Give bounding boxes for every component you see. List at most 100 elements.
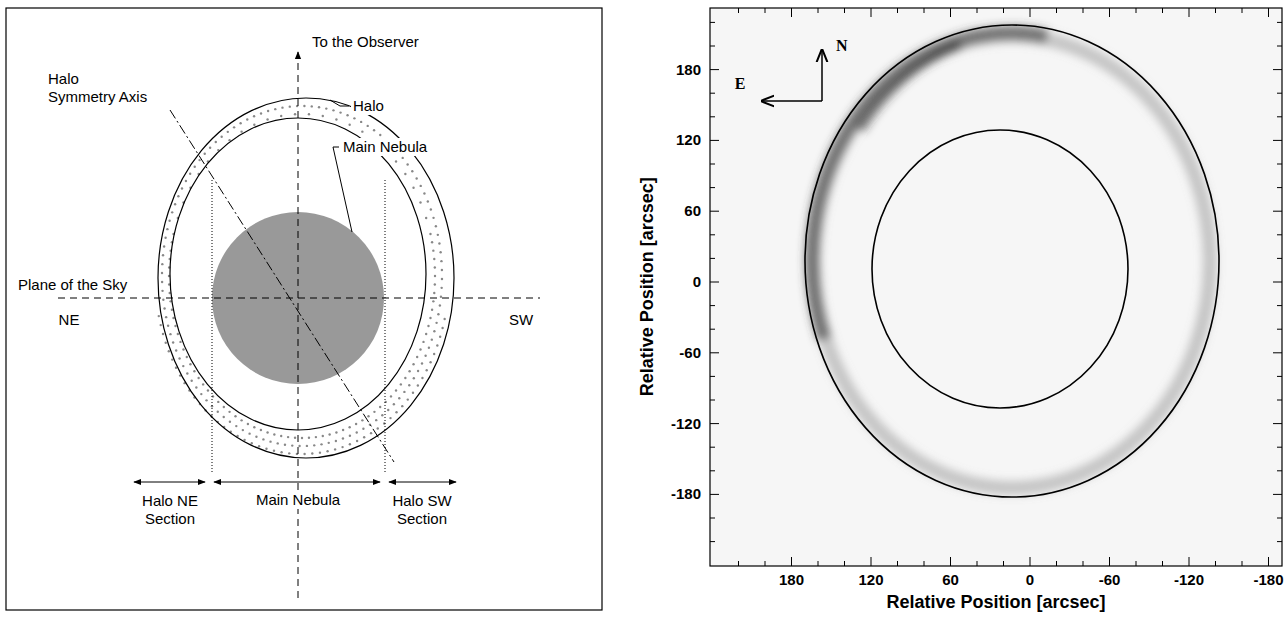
halo-dot bbox=[349, 443, 351, 445]
halo-dot bbox=[395, 160, 397, 162]
tick-mark bbox=[1277, 93, 1282, 94]
halo-dot bbox=[223, 416, 225, 418]
halo-dot bbox=[280, 435, 282, 437]
tick-mark bbox=[710, 518, 715, 519]
halo-dot bbox=[398, 397, 400, 399]
halo-dot bbox=[273, 433, 275, 435]
halo-dot bbox=[439, 336, 441, 338]
halo-dot bbox=[195, 386, 197, 388]
halo-dot bbox=[162, 298, 164, 300]
halo-dot bbox=[413, 377, 415, 379]
halo-dot bbox=[227, 131, 229, 133]
halo-dot bbox=[441, 278, 443, 280]
halo-dot bbox=[401, 157, 403, 159]
halo-dot bbox=[204, 153, 206, 155]
tick-label: 0 bbox=[1025, 571, 1035, 589]
tick-mark bbox=[1277, 46, 1282, 47]
halo-dot bbox=[434, 266, 436, 268]
halo-dot bbox=[308, 113, 310, 115]
tick-label: 0 bbox=[692, 273, 702, 291]
tick-mark bbox=[710, 140, 719, 141]
halo-dot bbox=[328, 433, 330, 435]
tick-mark bbox=[710, 211, 719, 212]
halo-dot bbox=[288, 452, 290, 454]
halo-dot bbox=[348, 124, 350, 126]
tick-mark bbox=[710, 329, 715, 330]
halo-dot bbox=[318, 106, 320, 108]
halo-dot bbox=[200, 393, 202, 395]
tick-label: 120 bbox=[675, 131, 702, 149]
halo-dots bbox=[158, 105, 446, 455]
tick-mark bbox=[1277, 187, 1282, 188]
halo-dot bbox=[387, 409, 389, 411]
tick-mark bbox=[1162, 561, 1163, 566]
tick-label: 180 bbox=[778, 571, 805, 589]
halo-dot bbox=[248, 432, 250, 434]
tick-mark bbox=[1056, 561, 1057, 566]
halo-dot bbox=[253, 426, 255, 428]
halo-dot bbox=[430, 208, 432, 210]
tick-mark bbox=[710, 470, 715, 471]
halo-dot bbox=[433, 353, 435, 355]
line-of-sight-axis bbox=[298, 52, 299, 598]
tick-mark bbox=[897, 8, 898, 13]
tick-mark bbox=[710, 46, 715, 47]
halo-dot bbox=[177, 333, 179, 335]
halo-dot bbox=[381, 414, 383, 416]
leader-line bbox=[330, 100, 349, 106]
tick-mark bbox=[738, 8, 739, 13]
halo-dot bbox=[319, 451, 321, 453]
tick-mark bbox=[1030, 557, 1031, 566]
panel-frame bbox=[6, 8, 602, 610]
tick-mark bbox=[871, 8, 872, 17]
halo-dot bbox=[247, 423, 249, 425]
tick-mark bbox=[950, 557, 951, 566]
projection-line bbox=[212, 180, 213, 474]
halo-dot bbox=[217, 401, 219, 403]
halo-dot bbox=[194, 166, 196, 168]
halo-dot bbox=[439, 251, 441, 253]
tick-mark bbox=[1003, 8, 1004, 13]
tick-mark bbox=[1277, 258, 1282, 259]
halo-dot bbox=[425, 333, 427, 335]
halo-emission bbox=[812, 32, 1210, 488]
halo-dot bbox=[435, 225, 437, 227]
tick-label: 180 bbox=[675, 61, 702, 79]
halo-dot bbox=[362, 428, 364, 430]
halo-dot bbox=[339, 111, 341, 113]
halo-dot bbox=[177, 195, 179, 197]
halo-dot bbox=[428, 347, 430, 349]
axis-ticks bbox=[710, 8, 1282, 566]
halo-dot bbox=[433, 292, 435, 294]
tick-mark bbox=[710, 234, 715, 235]
halo-dot bbox=[348, 426, 350, 428]
halo-dot bbox=[291, 444, 293, 446]
tick-mark bbox=[765, 8, 766, 13]
tick-mark bbox=[977, 8, 978, 13]
halo-dot bbox=[425, 217, 427, 219]
halo-dot bbox=[205, 399, 207, 401]
compass-arrow bbox=[821, 50, 823, 101]
tick-label: -180 bbox=[1252, 571, 1284, 589]
halo-dot bbox=[425, 369, 427, 371]
halo-dot bbox=[404, 377, 406, 379]
halo-dot bbox=[298, 445, 300, 447]
tick-mark bbox=[1277, 164, 1282, 165]
halo-dot bbox=[432, 217, 434, 219]
halo-dot bbox=[315, 436, 317, 438]
halo-dot bbox=[311, 452, 313, 454]
halo-dot bbox=[377, 427, 379, 429]
halo-dot bbox=[421, 377, 423, 379]
tick-label: -60 bbox=[1098, 571, 1122, 589]
halo-dot bbox=[419, 348, 421, 350]
halo-dot bbox=[186, 356, 188, 358]
tick-mark bbox=[1277, 376, 1282, 377]
halo-dot bbox=[280, 451, 282, 453]
halo-dot bbox=[189, 173, 191, 175]
tick-mark bbox=[710, 376, 715, 377]
halo-dot bbox=[390, 395, 392, 397]
halo-dot bbox=[313, 444, 315, 446]
halo-dot bbox=[294, 113, 296, 115]
halo-dot bbox=[253, 115, 255, 117]
